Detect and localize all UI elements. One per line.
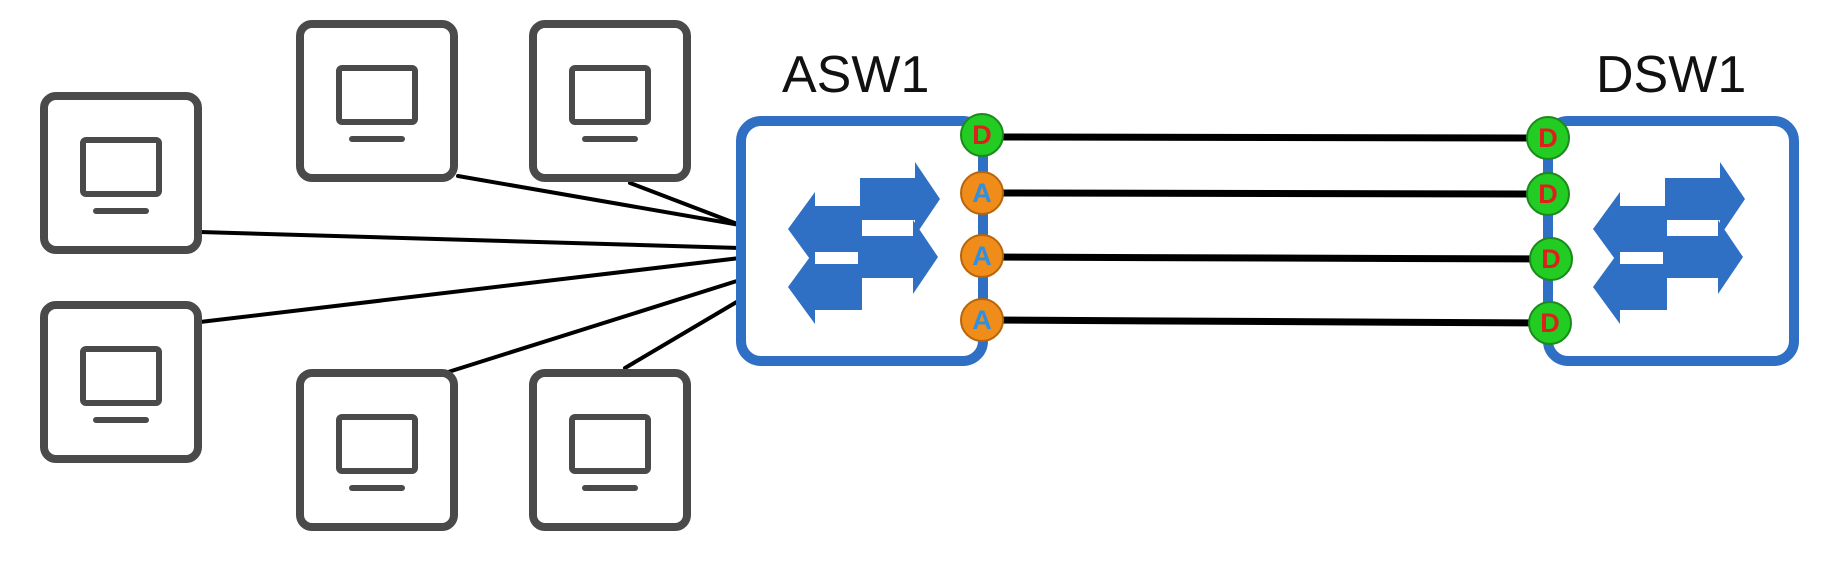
port-role-designated: D <box>1526 116 1570 160</box>
port-role-letter: D <box>1540 308 1560 338</box>
port-role-designated: D <box>1526 172 1570 216</box>
pc-icon <box>569 65 651 142</box>
pc-icon <box>80 346 162 423</box>
port-role-letter: A <box>972 241 992 271</box>
pc-icon <box>80 137 162 214</box>
pc-link <box>628 181 742 227</box>
uplink <box>981 133 1549 142</box>
pc-icon <box>336 414 418 491</box>
uplink <box>981 253 1549 263</box>
pc <box>40 92 202 254</box>
port-role-designated: D <box>1528 301 1572 345</box>
pc <box>296 20 458 182</box>
switch-label-dsw1: DSW1 <box>1596 46 1746 104</box>
pc-icon <box>569 414 651 491</box>
uplink <box>981 316 1549 327</box>
uplinks <box>981 133 1549 327</box>
pc-links <box>198 174 742 375</box>
pc-icon <box>336 65 418 142</box>
pc <box>529 20 691 182</box>
switch-label-asw1: ASW1 <box>782 46 929 104</box>
switch-arrows-icon <box>1593 162 1745 324</box>
port-role-letter: D <box>1538 179 1558 209</box>
port-role-alternate: A <box>960 234 1004 278</box>
asw1-ports: D A A A <box>960 113 1004 342</box>
pc-group <box>40 20 691 531</box>
switch-dsw1 <box>1543 116 1799 366</box>
port-role-alternate: A <box>960 171 1004 215</box>
pc-link <box>456 174 742 227</box>
dsw1-ports: D D D D <box>1526 116 1573 345</box>
pc-link <box>623 298 742 370</box>
port-role-designated: D <box>1529 237 1573 281</box>
port-role-letter: A <box>972 305 992 335</box>
port-role-letter: D <box>972 120 992 150</box>
pc-link <box>198 230 742 250</box>
port-role-designated: D <box>960 113 1004 157</box>
pc <box>529 369 691 531</box>
switch-asw1 <box>736 116 988 366</box>
switch-arrows-icon <box>788 162 940 324</box>
port-role-letter: D <box>1541 244 1561 274</box>
pc <box>296 369 458 531</box>
port-role-letter: A <box>972 178 992 208</box>
port-role-letter: D <box>1538 123 1558 153</box>
pc <box>40 301 202 463</box>
uplink <box>981 189 1549 198</box>
pc-link <box>198 256 742 324</box>
pc-link <box>443 278 742 375</box>
port-role-alternate: A <box>960 298 1004 342</box>
